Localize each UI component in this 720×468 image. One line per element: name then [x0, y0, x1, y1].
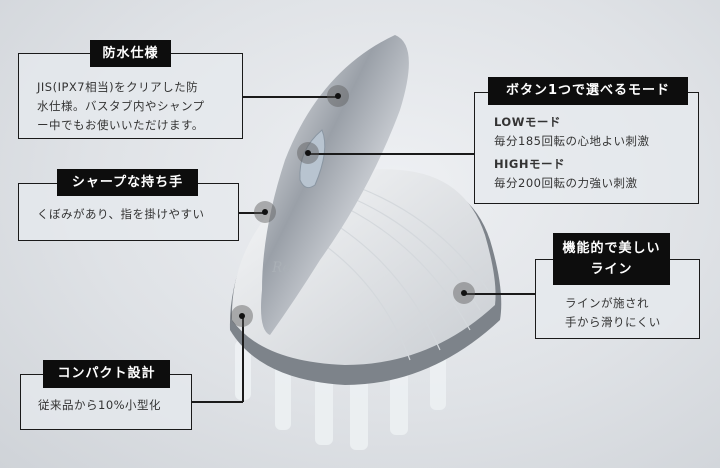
point-marker: [453, 282, 475, 304]
desc-line: ラインが施され: [565, 296, 649, 310]
low-mode-desc: 毎分185回転の心地よい刺激: [494, 134, 650, 148]
feature-title: 防水仕様: [90, 40, 171, 67]
feature-desc: 従来品から10%小型化: [38, 398, 162, 412]
feature-title: コンパクト設計: [43, 360, 170, 388]
low-mode-label: LOWモード: [494, 115, 561, 129]
point-marker: [297, 142, 319, 164]
title-line: 機能的で美しい: [562, 241, 661, 256]
connector: [238, 212, 265, 214]
feature-waterproof: [18, 53, 243, 139]
feature-desc: JIS(IPX7相当)をクリアした防 水仕様。バスタブ内やシャンプ ー中でもお使…: [37, 78, 242, 135]
feature-desc: ラインが施され 手から滑りにくい: [565, 294, 661, 332]
feature-desc: LOWモード 毎分185回転の心地よい刺激 HIGHモード 毎分200回転の力強…: [494, 113, 649, 193]
title-line: ライン: [590, 262, 633, 277]
handle: [261, 35, 409, 335]
connector: [191, 401, 243, 403]
desc-line: JIS(IPX7相当)をクリアした防: [37, 80, 199, 94]
connector: [242, 316, 244, 402]
high-mode-desc: 毎分200回転の力強い刺激: [494, 176, 638, 190]
desc-line: 水仕様。バスタブ内やシャンプ: [37, 99, 205, 113]
feature-title: 機能的で美しい ライン: [553, 233, 670, 285]
point-marker: [254, 201, 276, 223]
connector: [308, 153, 474, 155]
desc-line: 手から滑りにくい: [565, 315, 661, 329]
connector: [242, 96, 338, 98]
feature-title: ボタン1つで選べるモード: [488, 77, 688, 105]
brush-tips: [235, 340, 446, 450]
point-marker: [327, 85, 349, 107]
feature-mode: [474, 92, 699, 204]
logo: Re: [271, 260, 291, 276]
feature-desc: くぼみがあり、指を掛けやすい: [37, 207, 205, 221]
feature-title: シャープな持ち手: [57, 169, 198, 196]
high-mode-label: HIGHモード: [494, 157, 565, 171]
point-marker: [231, 305, 253, 327]
desc-line: ー中でもお使いいただけます。: [37, 118, 204, 132]
connector: [464, 293, 535, 295]
